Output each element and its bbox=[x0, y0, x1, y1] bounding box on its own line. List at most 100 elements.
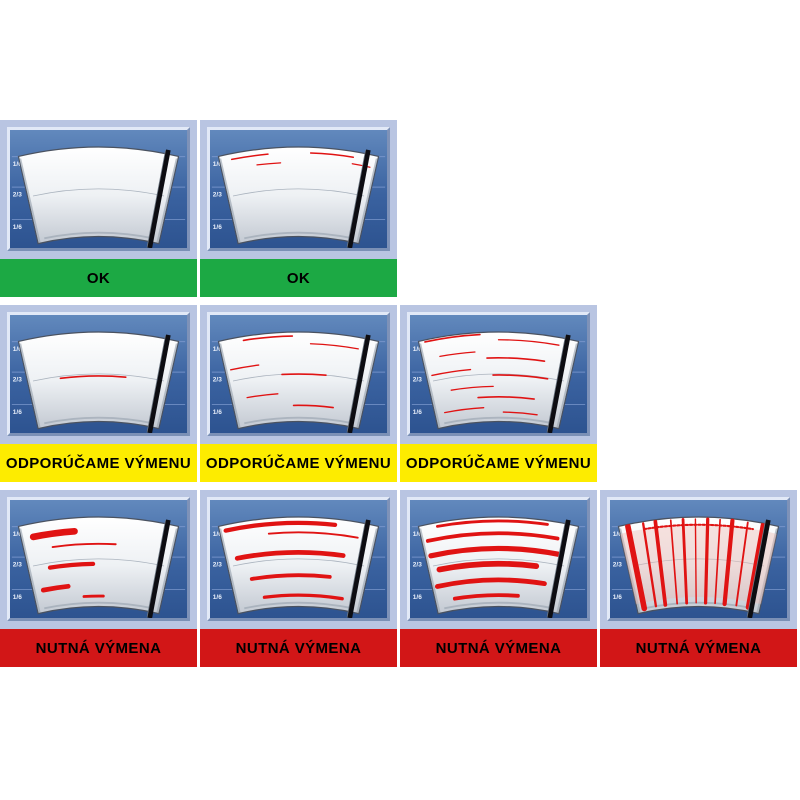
status-bar: NUTNÁ VÝMENA bbox=[400, 629, 597, 667]
wear-streak bbox=[292, 404, 334, 409]
panel-mat: 1/6 2/3 1/6 bbox=[0, 490, 197, 629]
zone-label-top: 1/6 bbox=[413, 346, 422, 353]
wear-streak bbox=[431, 368, 472, 377]
zone-label-bottom: 1/6 bbox=[213, 594, 222, 601]
wear-streak bbox=[40, 583, 71, 593]
windshield-panel: 1/6 2/3 1/6 bbox=[407, 312, 590, 436]
status-label: ODPORÚČAME VÝMENU bbox=[205, 454, 392, 472]
wear-streak bbox=[434, 577, 547, 589]
wear-streak bbox=[642, 523, 755, 531]
glass-shading bbox=[219, 343, 378, 428]
panel-mat: 1/6 2/3 1/6 bbox=[600, 490, 797, 629]
glass-shading bbox=[19, 528, 178, 613]
windshield-glass bbox=[217, 331, 380, 430]
panel-mat: 1/6 2/3 1/6 bbox=[0, 120, 197, 259]
wear-streaks bbox=[618, 517, 779, 612]
wear-streak bbox=[497, 339, 560, 346]
wear-example-cell: 1/6 2/3 1/6 bbox=[200, 120, 397, 297]
zone-label-bottom: 1/6 bbox=[413, 409, 422, 416]
wear-streak bbox=[425, 531, 560, 543]
windshield-panel: 1/6 2/3 1/6 bbox=[7, 127, 190, 251]
wear-streak bbox=[502, 411, 538, 416]
status-label: OK bbox=[286, 269, 311, 287]
zone-label-middle: 2/3 bbox=[213, 192, 222, 199]
wiper-blade bbox=[346, 149, 371, 248]
wear-streak bbox=[722, 518, 735, 607]
windshield-illustration: 1/6 2/3 1/6 bbox=[611, 516, 786, 618]
wear-example-cell: 1/6 2/3 1/6 bbox=[0, 120, 197, 297]
wear-streak bbox=[681, 517, 689, 605]
status-label: NUTNÁ VÝMENA bbox=[435, 639, 562, 657]
wear-streaks bbox=[424, 333, 560, 416]
zone-label-middle: 2/3 bbox=[13, 192, 22, 199]
windshield-illustration: 1/6 2/3 1/6 bbox=[411, 516, 586, 618]
wear-example-cell: 1/6 2/3 1/6 bbox=[200, 305, 397, 482]
status-bar: ODPORÚČAME VÝMENU bbox=[200, 444, 397, 482]
zone-label-top: 1/6 bbox=[213, 161, 222, 168]
windshield-panel: 1/6 2/3 1/6 bbox=[7, 497, 190, 621]
windshield-panel: 1/6 2/3 1/6 bbox=[407, 497, 590, 621]
zone-label-top: 1/6 bbox=[413, 531, 422, 538]
wear-streak bbox=[486, 357, 546, 362]
zone-label-middle: 2/3 bbox=[413, 562, 422, 569]
panel-mat: 1/6 2/3 1/6 bbox=[200, 120, 397, 259]
windshield-illustration: 1/6 2/3 1/6 bbox=[411, 331, 586, 433]
wear-streak bbox=[444, 407, 485, 414]
wear-streak bbox=[439, 351, 476, 358]
wiper-wear-chart: 1/6 2/3 1/6 bbox=[0, 120, 797, 667]
wear-streak bbox=[309, 152, 355, 158]
wear-streak bbox=[745, 522, 766, 610]
glass-shading bbox=[219, 528, 378, 613]
zone-label-bottom: 1/6 bbox=[13, 224, 22, 231]
wear-streaks bbox=[59, 375, 127, 380]
wear-streak bbox=[267, 531, 359, 539]
glass-shading bbox=[619, 528, 778, 613]
wear-example-cell: 1/6 2/3 1/6 bbox=[0, 490, 197, 667]
wear-streak bbox=[703, 517, 710, 605]
zone-label-top: 1/6 bbox=[13, 161, 22, 168]
row-ok: 1/6 2/3 1/6 bbox=[0, 120, 797, 297]
windshield-panel: 1/6 2/3 1/6 bbox=[7, 312, 190, 436]
wear-streak bbox=[234, 550, 346, 561]
glass-shading bbox=[219, 158, 378, 243]
windshield-illustration: 1/6 2/3 1/6 bbox=[11, 331, 186, 433]
wear-streak bbox=[223, 520, 338, 533]
status-bar: OK bbox=[0, 259, 197, 297]
wear-streak bbox=[230, 153, 269, 161]
wiper-blade bbox=[346, 519, 371, 618]
wear-streak bbox=[694, 518, 697, 604]
wear-example-cell: 1/6 2/3 1/6 bbox=[400, 305, 597, 482]
zone-label-middle: 2/3 bbox=[213, 562, 222, 569]
status-label: NUTNÁ VÝMENA bbox=[235, 639, 362, 657]
wear-streak bbox=[281, 373, 327, 377]
zone-label-bottom: 1/6 bbox=[213, 409, 222, 416]
windshield-panel: 1/6 2/3 1/6 bbox=[607, 497, 790, 621]
status-bar: NUTNÁ VÝMENA bbox=[0, 629, 197, 667]
windshield-glass bbox=[17, 146, 180, 245]
panel-mat: 1/6 2/3 1/6 bbox=[400, 305, 597, 444]
zone-label-top: 1/6 bbox=[13, 346, 22, 353]
zone-label-bottom: 1/6 bbox=[13, 594, 22, 601]
wear-example-cell: 1/6 2/3 1/6 bbox=[600, 490, 797, 667]
wear-streak bbox=[735, 521, 749, 607]
zone-label-middle: 2/3 bbox=[613, 562, 622, 569]
status-bar: NUTNÁ VÝMENA bbox=[600, 629, 797, 667]
wear-streak bbox=[351, 163, 371, 168]
status-label: ODPORÚČAME VÝMENU bbox=[5, 454, 192, 472]
wear-streak bbox=[618, 524, 779, 605]
wiper-blade bbox=[146, 334, 171, 433]
wear-streak bbox=[669, 519, 679, 605]
zone-label-bottom: 1/6 bbox=[413, 594, 422, 601]
wiper-blade bbox=[546, 334, 571, 433]
panel-mat: 1/6 2/3 1/6 bbox=[200, 305, 397, 444]
wear-streak bbox=[452, 593, 520, 601]
wear-streak bbox=[477, 396, 535, 400]
zone-label-top: 1/6 bbox=[613, 531, 622, 538]
wiper-blade bbox=[546, 519, 571, 618]
panel-mat: 1/6 2/3 1/6 bbox=[200, 490, 397, 629]
windshield-glass bbox=[17, 331, 180, 430]
wiper-blade bbox=[146, 519, 171, 618]
windshield-glass bbox=[217, 516, 380, 615]
status-bar: ODPORÚČAME VÝMENU bbox=[0, 444, 197, 482]
wear-streak bbox=[435, 519, 549, 528]
